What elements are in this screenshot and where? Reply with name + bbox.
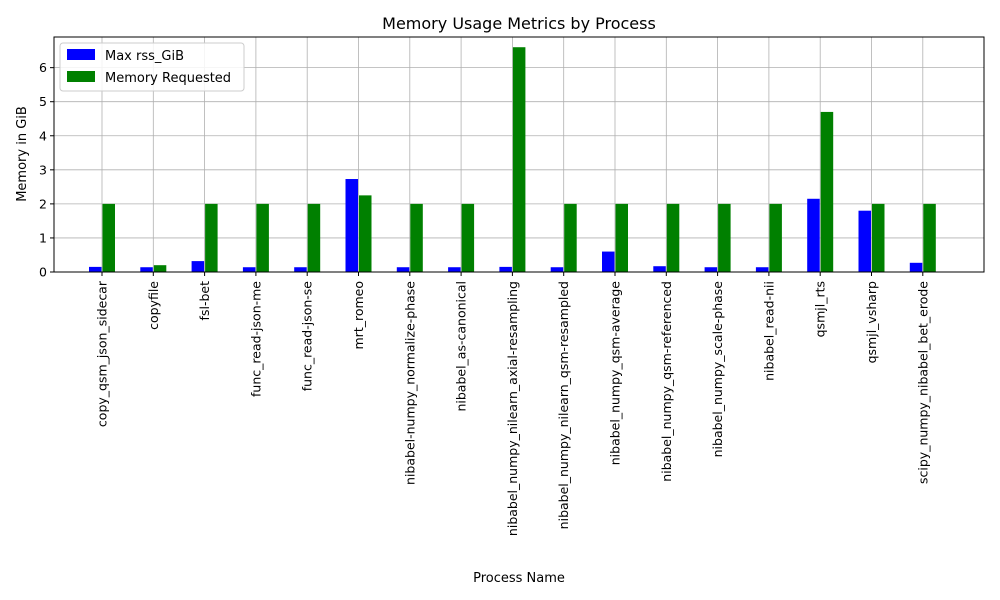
bar-memory-requested — [512, 47, 526, 272]
x-tick-label: copy_qsm_json_sidecar — [95, 280, 110, 427]
bar-max-rss — [294, 267, 307, 272]
x-tick-label: copyfile — [146, 281, 161, 330]
y-tick-label: 4 — [39, 128, 47, 143]
bar-memory-requested — [102, 203, 115, 272]
bar-memory-requested — [256, 203, 269, 272]
y-tick-label: 5 — [39, 94, 47, 109]
bar-max-rss — [704, 267, 718, 272]
bars-layer — [89, 47, 936, 272]
chart-legend: Max rss_GiB Memory Requested — [59, 42, 245, 92]
bar-memory-requested — [410, 203, 423, 272]
x-tick-label: nibabel_as-canonical — [454, 281, 469, 412]
x-tick-label: func_read-json-se — [300, 281, 315, 392]
bar-memory-requested — [820, 111, 834, 272]
x-tick-label: qsmjl_rts — [813, 281, 828, 337]
y-axis-label: Memory in GiB — [15, 106, 30, 202]
bar-max-rss — [191, 261, 205, 272]
x-tick-label: nibabel-numpy_normalize-phase — [402, 281, 417, 485]
bar-memory-requested — [307, 203, 321, 272]
x-axis-label: Process Name — [473, 571, 565, 586]
y-tick-label: 2 — [39, 196, 47, 211]
bar-memory-requested — [615, 203, 628, 272]
bar-max-rss — [653, 266, 666, 272]
x-tick-label: nibabel_numpy_qsm-average — [608, 281, 623, 466]
bar-memory-requested — [666, 203, 680, 272]
x-tick-label: scipy_numpy_nibabel_bet_erode — [915, 281, 930, 484]
bar-memory-requested — [923, 203, 936, 272]
x-tick-label: fsl-bet — [197, 281, 212, 321]
y-tick-label: 1 — [39, 230, 47, 245]
bar-memory-requested — [718, 203, 731, 272]
x-tick-label: nibabel_numpy_qsm-referenced — [659, 281, 674, 482]
legend-label-max-rss: Max rss_GiB — [105, 49, 184, 64]
bar-memory-requested — [153, 265, 167, 272]
bar-memory-requested — [564, 203, 577, 272]
x-tick-label: nibabel_read-nii — [761, 281, 776, 381]
bar-memory-requested — [872, 203, 885, 272]
bar-memory-requested — [461, 203, 475, 272]
bar-max-rss — [242, 267, 256, 272]
bar-max-rss — [89, 266, 102, 272]
y-tick-label: 0 — [39, 265, 47, 280]
bar-memory-requested — [769, 203, 782, 272]
bar-max-rss — [755, 267, 769, 272]
bar-max-rss — [140, 267, 153, 272]
bar-max-rss — [909, 262, 923, 272]
bar-max-rss — [448, 267, 461, 272]
legend-label-memory-requested: Memory Requested — [105, 71, 231, 86]
bar-max-rss — [396, 267, 410, 272]
x-axis-ticks: copy_qsm_json_sidecar copyfile fsl-bet func… — [95, 272, 930, 536]
chart-title: Memory Usage Metrics by Process — [382, 14, 656, 33]
bar-memory-requested — [359, 195, 372, 272]
legend-swatch-max-rss — [67, 49, 95, 60]
legend-box — [59, 42, 245, 92]
x-tick-label: nibabel_numpy_nilearn_qsm-resampled — [556, 281, 571, 529]
bar-max-rss — [550, 267, 564, 272]
x-tick-label: qsmjl_vsharp — [864, 281, 879, 363]
x-tick-label: func_read-json-me — [248, 281, 263, 397]
bar-max-rss — [858, 210, 871, 272]
y-tick-label: 3 — [39, 162, 47, 177]
y-tick-label: 6 — [39, 60, 47, 75]
bar-memory-requested — [205, 203, 218, 272]
bar-max-rss — [807, 198, 820, 272]
y-axis-ticks: 0 1 2 3 4 5 6 — [39, 60, 54, 280]
bar-max-rss — [602, 251, 615, 272]
bar-max-rss — [499, 266, 512, 272]
plot-frame — [53, 36, 985, 273]
x-tick-label: nibabel_numpy_nilearn_axial-resampling — [505, 281, 520, 536]
legend-swatch-memory-requested — [67, 71, 95, 82]
x-tick-label: nibabel_numpy_scale-phase — [710, 281, 725, 458]
x-tick-label: mrt_romeo — [351, 281, 366, 350]
bar-max-rss — [345, 179, 358, 272]
